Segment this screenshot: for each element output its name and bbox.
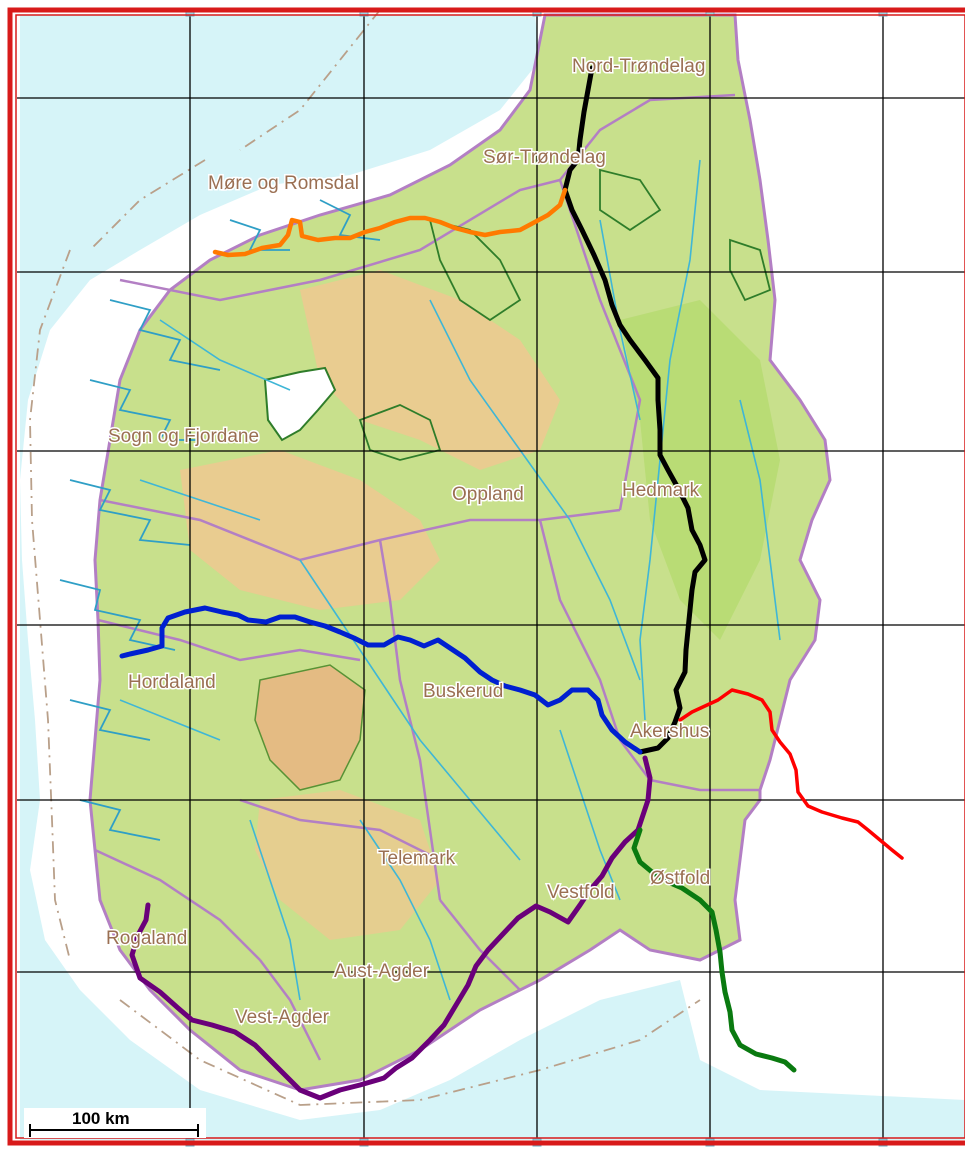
label-telemark: Telemark — [378, 848, 456, 869]
label-more-og-romsdal: Møre og Romsdal — [208, 173, 359, 194]
route-red[interactable] — [678, 688, 904, 860]
county-borders — [94, 93, 760, 1061]
label-vestfold: Vestfold — [547, 882, 615, 903]
route-green[interactable] — [631, 827, 797, 1073]
fjord-coastlines — [59, 199, 381, 841]
label-ostfold: Østfold — [650, 868, 710, 889]
label-rogaland: Rogaland — [106, 928, 187, 949]
label-buskerud: Buskerud — [423, 681, 503, 702]
label-nord-trondelag: Nord-Trøndelag — [572, 56, 705, 77]
label-hordaland: Hordaland — [128, 672, 216, 693]
map-border-inner — [15, 14, 965, 1139]
map-border — [7, 7, 965, 1146]
scale-bar: 100 km — [24, 1108, 206, 1138]
label-aust-agder: Aust-Agder — [334, 961, 430, 982]
route-orange[interactable] — [212, 187, 568, 258]
highland-area-south — [255, 790, 440, 940]
sea-boundary-lines — [29, 9, 701, 1106]
highland-area-central — [180, 450, 440, 610]
map-grid — [17, 12, 965, 1142]
label-sogn-og-fjordane: Sogn og Fjordane — [108, 426, 259, 447]
highland-area-north — [300, 270, 560, 470]
sea-area — [20, 15, 965, 1140]
label-oppland: Oppland — [452, 484, 524, 505]
route-purple[interactable] — [129, 755, 653, 1101]
scale-bar-background — [24, 1108, 206, 1138]
highland-area-hardanger — [254, 664, 366, 791]
label-vest-agder: Vest-Agder — [235, 1007, 330, 1028]
label-hedmark: Hedmark — [622, 480, 700, 501]
label-sor-trondelag: Sør-Trøndelag — [483, 147, 606, 168]
label-akershus: Akershus — [630, 721, 709, 742]
scale-bar-label: 100 km — [72, 1109, 130, 1128]
route-blue[interactable] — [119, 605, 643, 755]
